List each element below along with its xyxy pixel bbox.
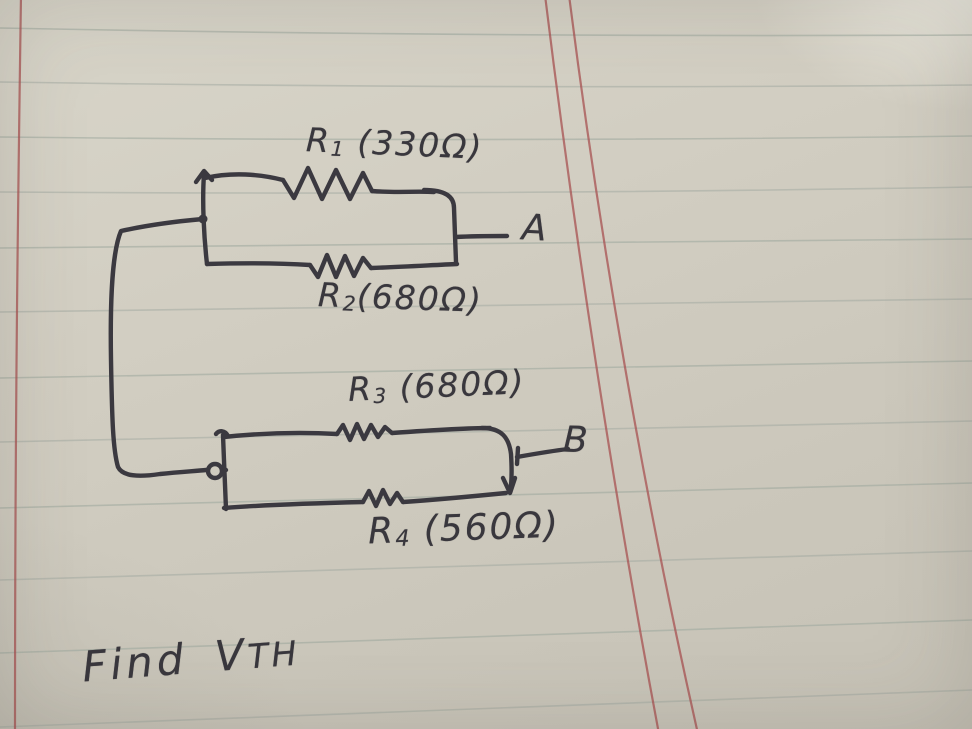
ruled-line	[0, 27, 972, 37]
vth-subscript: TH	[246, 633, 302, 677]
r2-value: (680Ω)	[356, 276, 484, 320]
resistor-r4-zigzag	[360, 487, 406, 509]
terminal-a-wire	[453, 233, 510, 240]
left-loop-wire	[108, 216, 209, 478]
r2-subscript: 2	[342, 291, 358, 316]
r2-label: R2(680Ω)	[317, 275, 483, 320]
ruled-line	[0, 81, 972, 88]
r1-label: R1 (330Ω)	[305, 120, 484, 167]
r4-name: R	[367, 510, 396, 553]
margin-lines	[13, 0, 699, 729]
r3-value: (680Ω)	[398, 362, 527, 407]
r4-label: R4 (560Ω)	[367, 505, 560, 553]
r1-name: R	[305, 120, 332, 161]
r1-value: (330Ω)	[356, 122, 485, 167]
r4-value: (560Ω)	[422, 504, 561, 551]
r3-name: R	[347, 368, 374, 409]
resistor-r1-zigzag	[280, 165, 375, 202]
r4-lead-out-wire	[400, 490, 509, 505]
arrowhead-down-icon	[500, 475, 518, 496]
ruled-line	[0, 186, 972, 194]
r4-subscript: 4	[394, 525, 411, 553]
right-margin-line-1	[544, 0, 660, 729]
r2-lead-out-wire	[368, 261, 460, 271]
r1-lead-in-wire	[202, 172, 286, 183]
resistor-r3-zigzag	[334, 421, 395, 443]
r3-lead-in-wire	[221, 430, 340, 440]
top-block-right-wire	[421, 187, 459, 265]
r3-subscript: 3	[372, 383, 388, 409]
bottom-block-left-wire	[220, 432, 229, 512]
resistor-r2-zigzag	[307, 252, 374, 280]
find-word: Find	[80, 634, 190, 692]
r1-subscript: 1	[330, 136, 346, 162]
r3-label: R3 (680Ω)	[347, 362, 526, 409]
r3-lead-out-wire	[389, 425, 493, 436]
r2-lead-in-wire	[204, 261, 313, 268]
left-margin-line	[13, 0, 23, 729]
terminal-b-wire	[514, 446, 571, 460]
ruled-line	[0, 135, 972, 141]
r4-lead-in-wire	[221, 499, 366, 511]
node-circle	[205, 461, 225, 481]
r2-name: R	[317, 275, 344, 315]
right-margin-line-2	[568, 0, 699, 729]
terminal-b-label: B	[562, 419, 591, 462]
vth-symbol: V	[213, 629, 250, 682]
terminal-a-label: A	[520, 207, 550, 250]
